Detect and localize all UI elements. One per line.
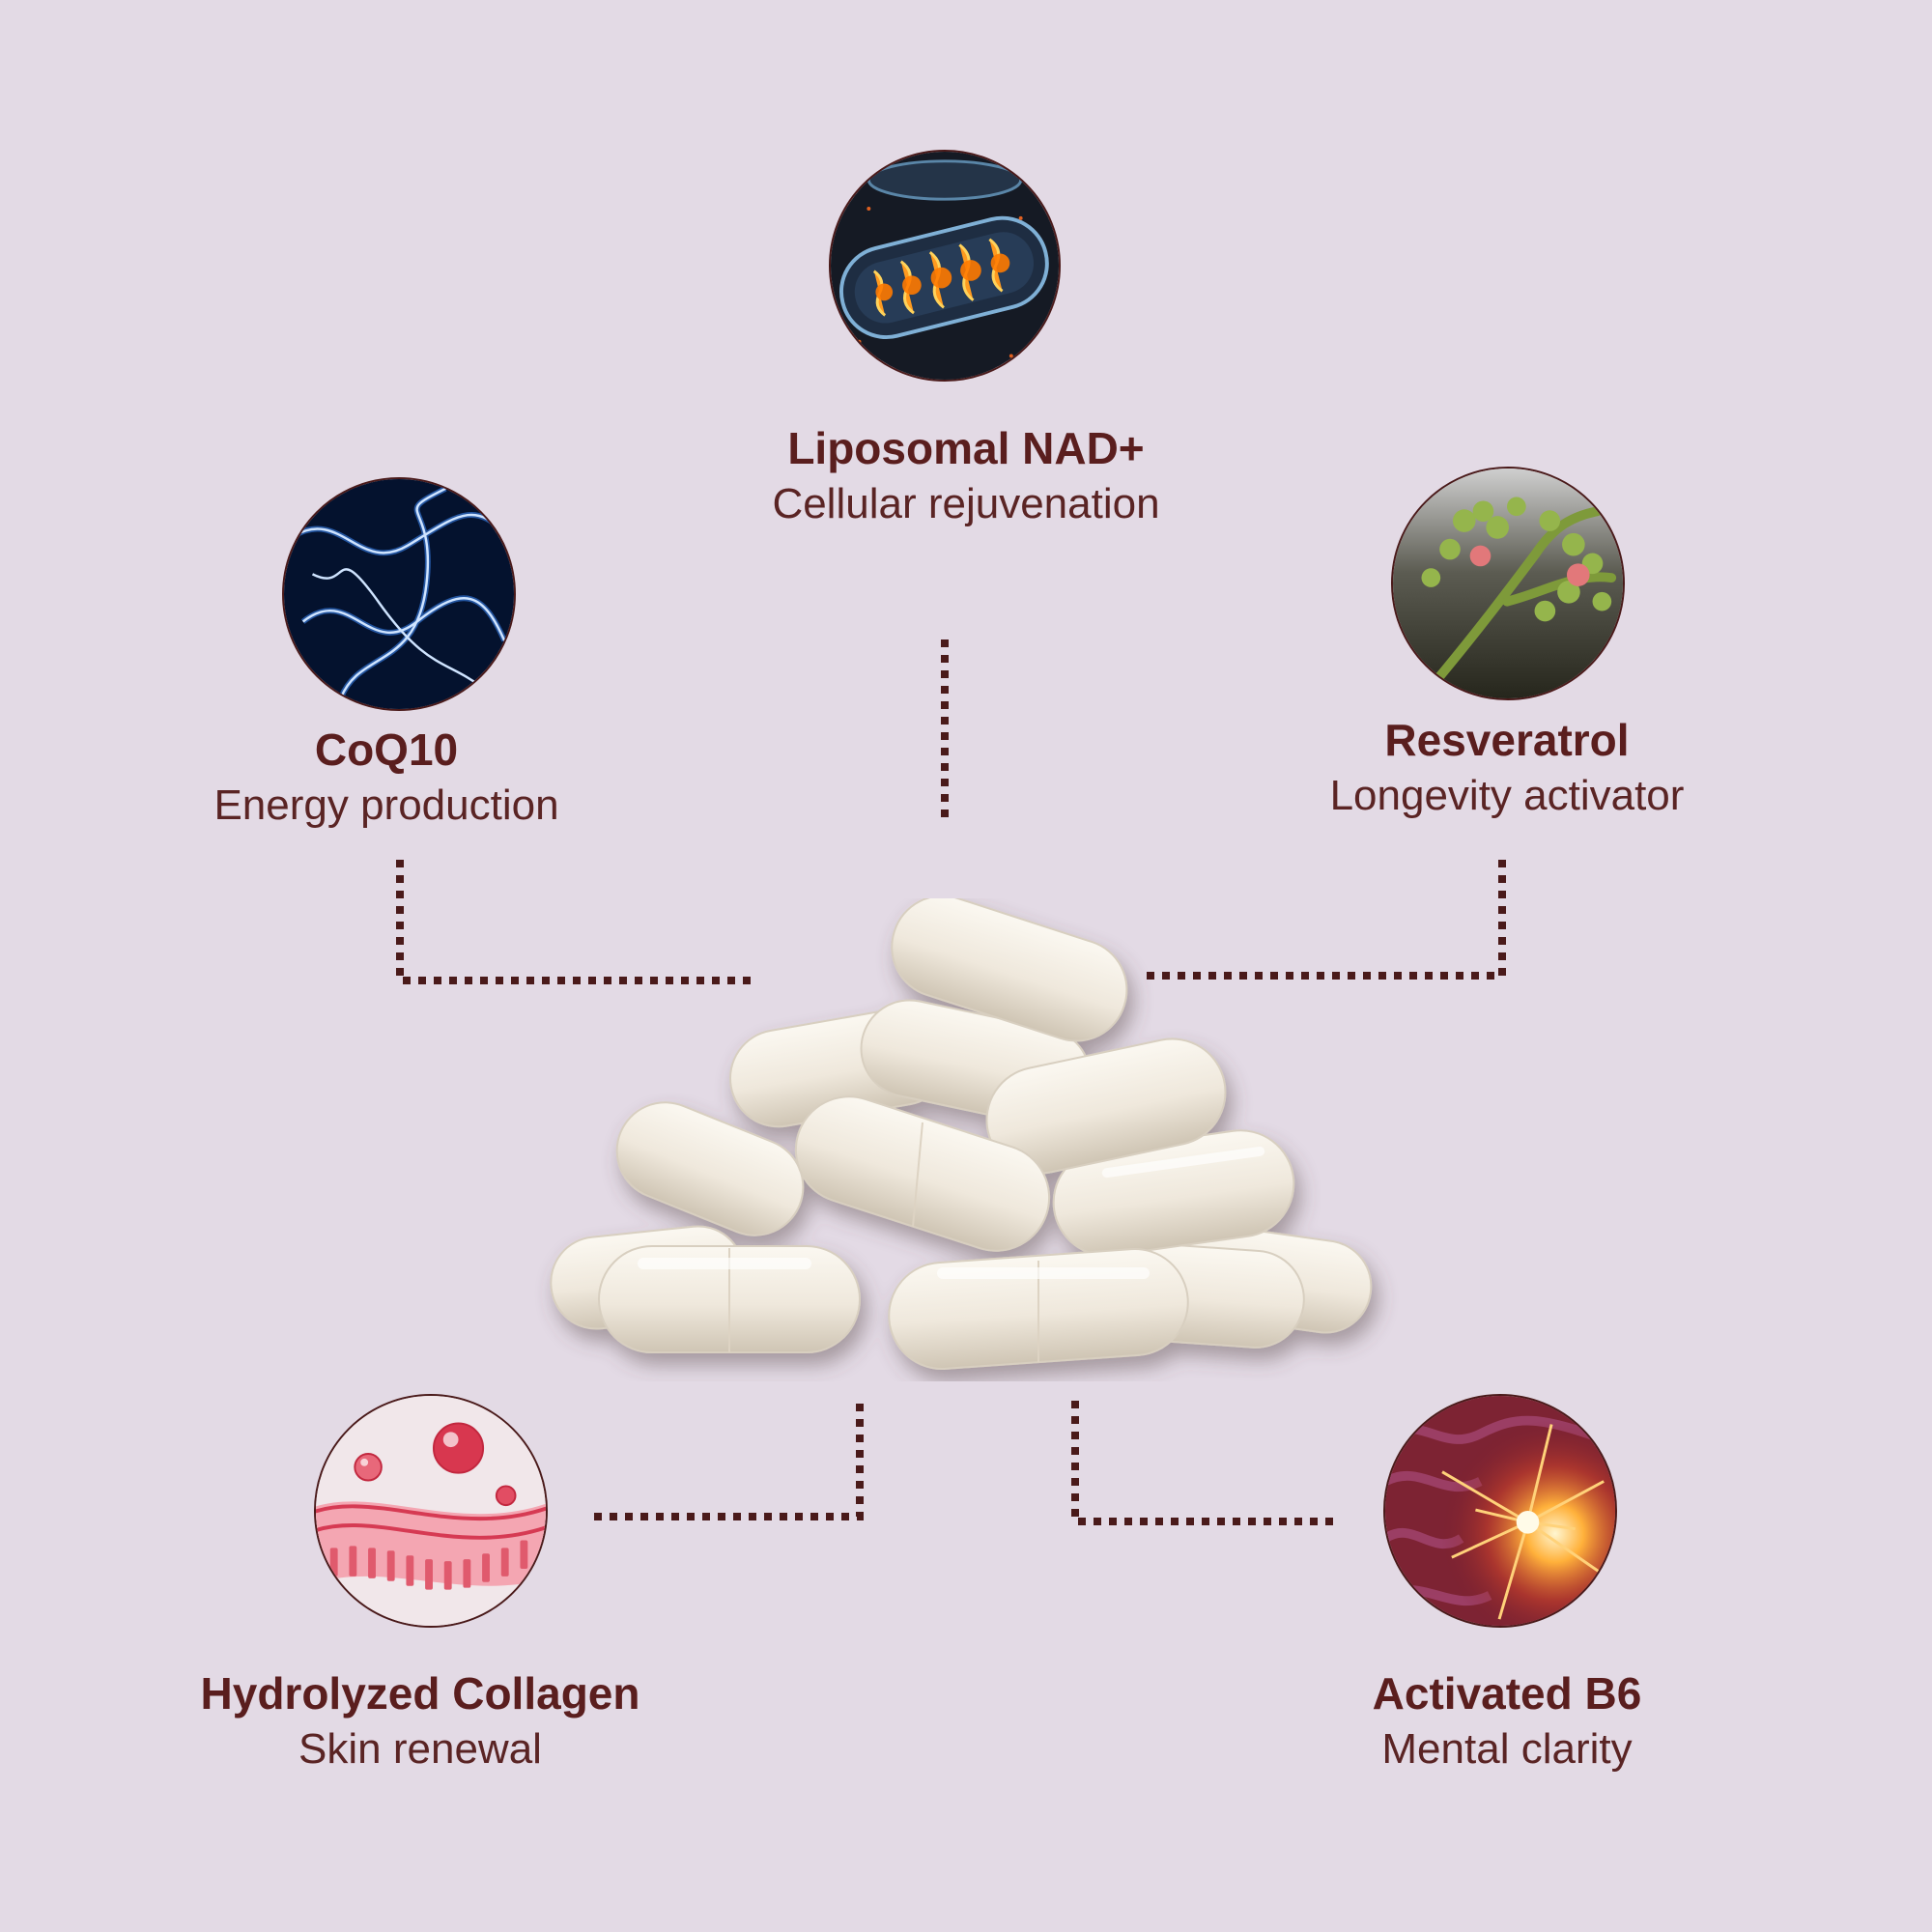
- b6-benefit: Mental clarity: [1381, 1725, 1633, 1773]
- connector-b6: [1071, 1401, 1338, 1525]
- nad-title: Liposomal NAD+: [787, 423, 1145, 473]
- coq10-benefit: Energy production: [213, 781, 559, 829]
- mitochondria-icon: [831, 152, 1059, 380]
- capsule: [891, 898, 1128, 1042]
- resveratrol-title: Resveratrol: [1384, 715, 1630, 765]
- b6-image: [1383, 1394, 1617, 1628]
- capsule: [985, 1037, 1227, 1175]
- coq10-title: CoQ10: [314, 724, 459, 775]
- capsules-pile: [550, 898, 1373, 1370]
- capsule: [794, 1095, 1051, 1252]
- electric-energy-icon: [284, 479, 514, 709]
- resveratrol-image: [1391, 467, 1625, 700]
- capsule: [615, 1101, 805, 1236]
- nad-benefit: Cellular rejuvenation: [772, 480, 1160, 527]
- grape-plant-icon: [1393, 469, 1623, 698]
- nad-image: [829, 150, 1061, 382]
- collagen-skin-icon: [316, 1396, 546, 1626]
- coq10-image: [282, 477, 516, 711]
- collagen-label: Hydrolyzed Collagen Skin renewal: [126, 1666, 715, 1778]
- coq10-label: CoQ10 Energy production: [135, 723, 638, 835]
- resveratrol-label: Resveratrol Longevity activator: [1246, 713, 1768, 825]
- connector-collagen: [594, 1401, 864, 1520]
- b6-title: Activated B6: [1372, 1668, 1642, 1719]
- resveratrol-benefit: Longevity activator: [1329, 772, 1685, 819]
- collagen-benefit: Skin renewal: [298, 1725, 542, 1773]
- nad-label: Liposomal NAD+ Cellular rejuvenation: [657, 421, 1275, 533]
- brain-neuron-icon: [1385, 1396, 1615, 1626]
- collagen-image: [314, 1394, 548, 1628]
- b6-label: Activated B6 Mental clarity: [1246, 1666, 1768, 1778]
- collagen-title: Hydrolyzed Collagen: [200, 1668, 640, 1719]
